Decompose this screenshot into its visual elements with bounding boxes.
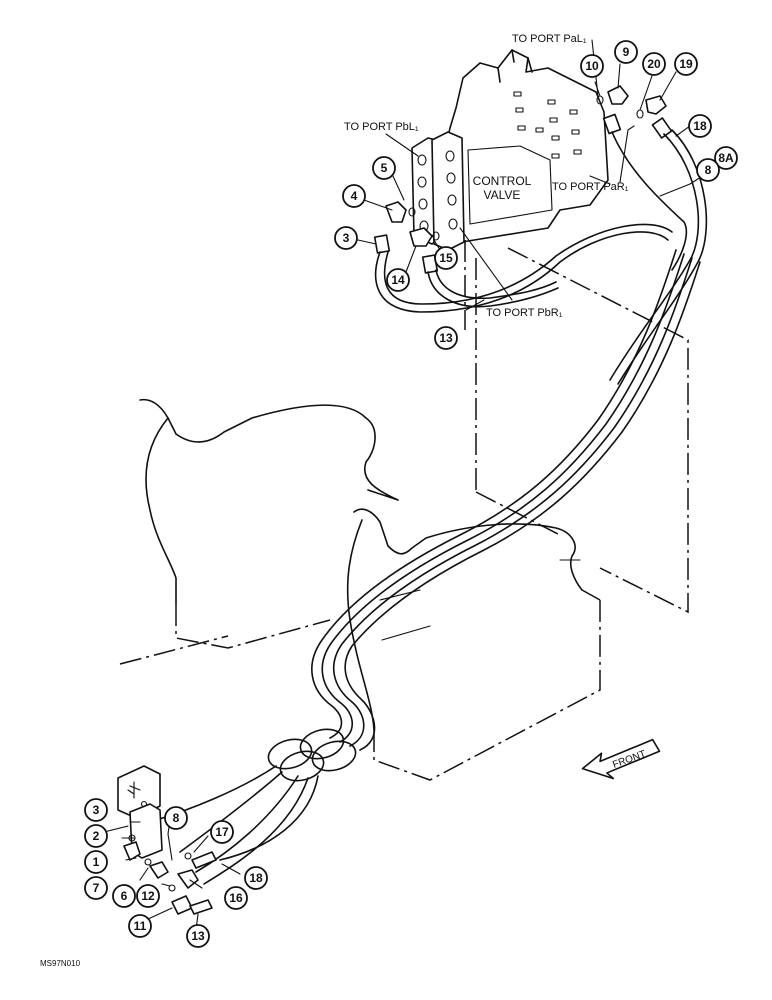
label-to-port-pbr1: TO PORT PbR₁ — [486, 307, 563, 319]
svg-text:4: 4 — [351, 189, 358, 203]
callout-8-bottom: 8 — [164, 806, 188, 830]
callout-3-top: 3 — [334, 226, 358, 250]
callout-8a: 8A — [714, 146, 738, 170]
label-to-port-pbl1: TO PORT PbL₁ — [344, 121, 419, 133]
callout-18-top: 18 — [688, 114, 712, 138]
control-valve: CONTROL VALVE — [411, 49, 609, 251]
hoses — [149, 129, 708, 885]
svg-text:19: 19 — [679, 57, 693, 71]
svg-text:18: 18 — [249, 871, 263, 885]
drawing-code: MS97N010 — [40, 959, 81, 968]
svg-text:2: 2 — [93, 829, 100, 843]
top-fittings — [373, 85, 673, 274]
svg-text:8: 8 — [173, 811, 180, 825]
callout-9: 9 — [614, 40, 638, 64]
lower-manifold — [117, 765, 217, 915]
callout-17: 17 — [210, 820, 234, 844]
callout-18-bottom: 18 — [244, 866, 268, 890]
callout-11: 11 — [128, 914, 152, 938]
label-to-port-pal1: TO PORT PaL₁ — [512, 33, 587, 45]
svg-text:5: 5 — [381, 161, 388, 175]
svg-text:6: 6 — [121, 889, 128, 903]
callout-6: 6 — [112, 884, 136, 908]
svg-text:13: 13 — [191, 929, 205, 943]
svg-text:16: 16 — [229, 891, 243, 905]
label-to-port-par1: TO PORT PaR₁ — [552, 181, 629, 193]
svg-text:7: 7 — [93, 881, 100, 895]
svg-text:3: 3 — [93, 803, 100, 817]
callout-2: 2 — [84, 824, 108, 848]
svg-text:3: 3 — [343, 231, 350, 245]
svg-text:8: 8 — [705, 163, 712, 177]
callout-10: 10 — [580, 54, 604, 78]
callout-1: 1 — [84, 850, 108, 874]
callout-5: 5 — [372, 156, 396, 180]
svg-text:20: 20 — [647, 57, 661, 71]
control-valve-label-line1: CONTROL — [473, 174, 532, 188]
svg-text:11: 11 — [134, 919, 147, 933]
callout-13-bottom: 13 — [186, 924, 210, 948]
front-direction-arrow: FRONT — [581, 738, 661, 780]
callouts: 10 9 20 19 18 8A 8 5 4 3 14 15 13 3 2 1 … — [84, 40, 738, 948]
reference-phantom-lines — [464, 240, 689, 614]
machine-outline — [119, 398, 601, 781]
callout-3-bottom: 3 — [84, 798, 108, 822]
svg-text:1: 1 — [93, 855, 100, 869]
svg-text:18: 18 — [693, 119, 707, 133]
callout-14: 14 — [386, 268, 410, 292]
callout-16: 16 — [224, 886, 248, 910]
callout-8-top: 8 — [696, 158, 720, 182]
callout-20: 20 — [642, 52, 666, 76]
callout-19: 19 — [674, 52, 698, 76]
port-labels: TO PORT PaL₁ TO PORT PbL₁ TO PORT PaR₁ T… — [344, 33, 629, 319]
leader-lines — [103, 39, 713, 931]
callout-13-top: 13 — [434, 326, 458, 350]
callout-7: 7 — [84, 876, 108, 900]
svg-text:8A: 8A — [718, 151, 734, 165]
svg-text:9: 9 — [623, 45, 630, 59]
callout-4: 4 — [342, 184, 366, 208]
svg-text:12: 12 — [141, 889, 155, 903]
valve-face-slots — [513, 91, 582, 159]
svg-text:14: 14 — [391, 273, 405, 287]
svg-text:13: 13 — [439, 331, 453, 345]
control-valve-label-line2: VALVE — [484, 188, 521, 202]
svg-text:10: 10 — [585, 59, 599, 73]
callout-15: 15 — [434, 246, 458, 270]
svg-text:17: 17 — [215, 825, 229, 839]
callout-12: 12 — [136, 884, 160, 908]
svg-text:15: 15 — [439, 251, 453, 265]
